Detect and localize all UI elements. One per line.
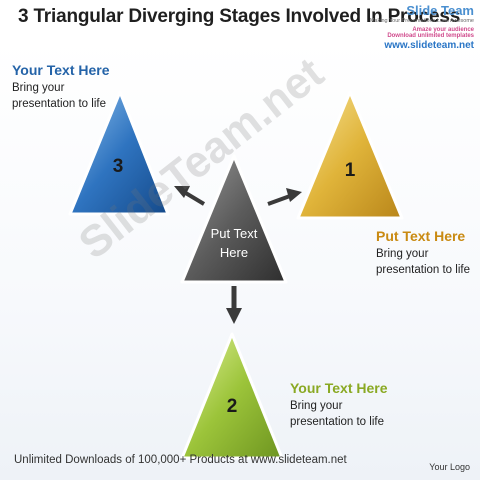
center-triangle: Put Text Here — [180, 154, 288, 284]
logo-tagline: Making Your Presentations Look Awesome — [369, 18, 474, 24]
callout-text-line2: presentation to life — [376, 264, 470, 276]
center-label-line1: Put Text — [211, 226, 258, 241]
stage-triangle-3: 3 — [68, 90, 170, 216]
slide-title: 3 Triangular Diverging Stages Involved I… — [18, 6, 461, 27]
arrow-down — [226, 286, 242, 324]
center-label-line2: Here — [220, 245, 248, 260]
callout-heading: Put Text Here — [376, 228, 466, 244]
logo-url[interactable]: www.slideteam.net — [384, 40, 474, 51]
callout-heading: Your Text Here — [12, 62, 110, 78]
callout-text-line1: Bring your — [290, 400, 343, 412]
arrow-up-left — [174, 186, 206, 206]
callout-right: Put Text Here Bring your presentation to… — [376, 228, 470, 278]
logo-name: Slide Team — [406, 3, 474, 18]
callout-top-left: Your Text Here Bring your presentation t… — [12, 62, 110, 112]
arrow-up-right — [267, 188, 302, 206]
callout-text-line2: presentation to life — [290, 416, 384, 428]
logo-line1: Amaze your audience — [412, 27, 474, 33]
callout-text-line2: presentation to life — [12, 98, 106, 110]
slideteam-logo: Slide Team Making Your Presentations Loo… — [364, 4, 474, 51]
stage-triangle-1: 1 — [296, 90, 404, 220]
your-logo-placeholder: Your Logo — [429, 462, 470, 472]
logo-line2: Download unlimited templates — [387, 33, 474, 39]
callout-heading: Your Text Here — [290, 380, 388, 396]
callout-text-line1: Bring your — [376, 248, 429, 260]
callout-text-line1: Bring your — [12, 82, 65, 94]
footer-text: Unlimited Downloads of 100,000+ Products… — [14, 454, 347, 466]
callout-bottom-right: Your Text Here Bring your presentation t… — [290, 380, 388, 430]
stage-number: 2 — [227, 396, 238, 417]
stage-number: 1 — [345, 160, 356, 181]
stage-number: 3 — [113, 156, 124, 177]
stage-triangle-2: 2 — [180, 332, 284, 460]
